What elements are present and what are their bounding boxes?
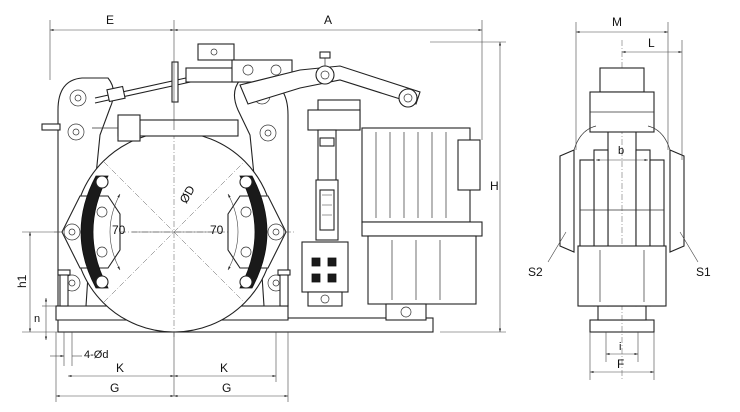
side-shoe-s1 bbox=[669, 149, 685, 253]
dim-H bbox=[430, 41, 506, 333]
thruster-pushrod bbox=[307, 99, 361, 241]
label-K-right: K bbox=[220, 361, 228, 375]
label-i: i bbox=[619, 341, 621, 353]
label-b: b bbox=[618, 145, 624, 157]
adjust-block bbox=[301, 241, 349, 307]
side-view: M L b S2 S1 i F bbox=[528, 15, 711, 380]
label-S1: S1 bbox=[696, 265, 711, 279]
label-n: n bbox=[34, 313, 40, 325]
dim-K bbox=[68, 332, 277, 396]
label-L: L bbox=[648, 36, 655, 50]
label-G-left: G bbox=[110, 381, 119, 395]
dim-G bbox=[55, 332, 289, 402]
label-G-right: G bbox=[222, 381, 231, 395]
label-holes-d: 4-Ød bbox=[84, 349, 108, 361]
label-F: F bbox=[617, 357, 624, 371]
label-H: H bbox=[490, 179, 499, 193]
base-bolts bbox=[57, 269, 291, 307]
label-K-left: K bbox=[116, 361, 124, 375]
dim-E bbox=[49, 20, 175, 130]
label-h1: h1 bbox=[15, 274, 29, 288]
angle-70-annotations bbox=[109, 193, 239, 271]
dim-M bbox=[575, 22, 669, 150]
side-shoe-s2 bbox=[559, 149, 575, 253]
dim-d bbox=[50, 332, 82, 366]
dim-h1 bbox=[22, 231, 62, 333]
dim-F bbox=[589, 332, 655, 380]
dim-L bbox=[622, 40, 683, 160]
label-angle-right: 70 bbox=[210, 223, 224, 237]
left-brake-shoe bbox=[61, 175, 121, 289]
right-brake-shoe bbox=[227, 175, 287, 289]
dim-n bbox=[42, 298, 56, 340]
label-A: A bbox=[324, 13, 332, 27]
dim-i bbox=[605, 332, 639, 362]
label-E: E bbox=[106, 13, 114, 27]
top-lever bbox=[239, 51, 421, 108]
label-M: M bbox=[612, 15, 622, 29]
spring-rod bbox=[92, 114, 239, 142]
thruster-motor bbox=[361, 127, 483, 321]
front-view: E A H h1 n ØD 70 70 bbox=[15, 13, 506, 402]
label-angle-left: 70 bbox=[112, 223, 126, 237]
label-S2: S2 bbox=[528, 265, 543, 279]
dim-A bbox=[174, 20, 483, 140]
